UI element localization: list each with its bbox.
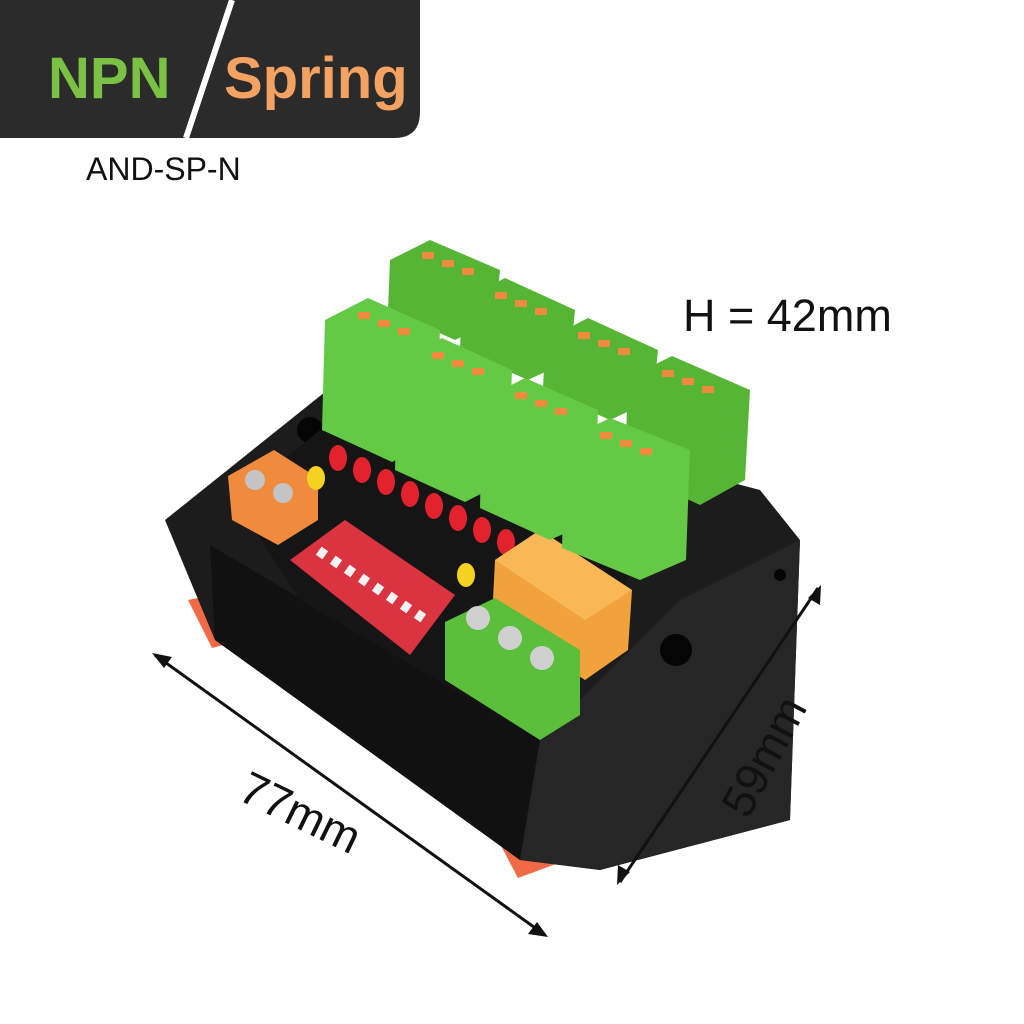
banner-spring-label: Spring	[224, 46, 408, 111]
model-code: AND-SP-N	[86, 151, 241, 187]
height-dimension-label: H = 42mm	[683, 290, 892, 341]
brand-banner	[0, 0, 420, 139]
banner-npn-label: NPN	[48, 46, 171, 111]
